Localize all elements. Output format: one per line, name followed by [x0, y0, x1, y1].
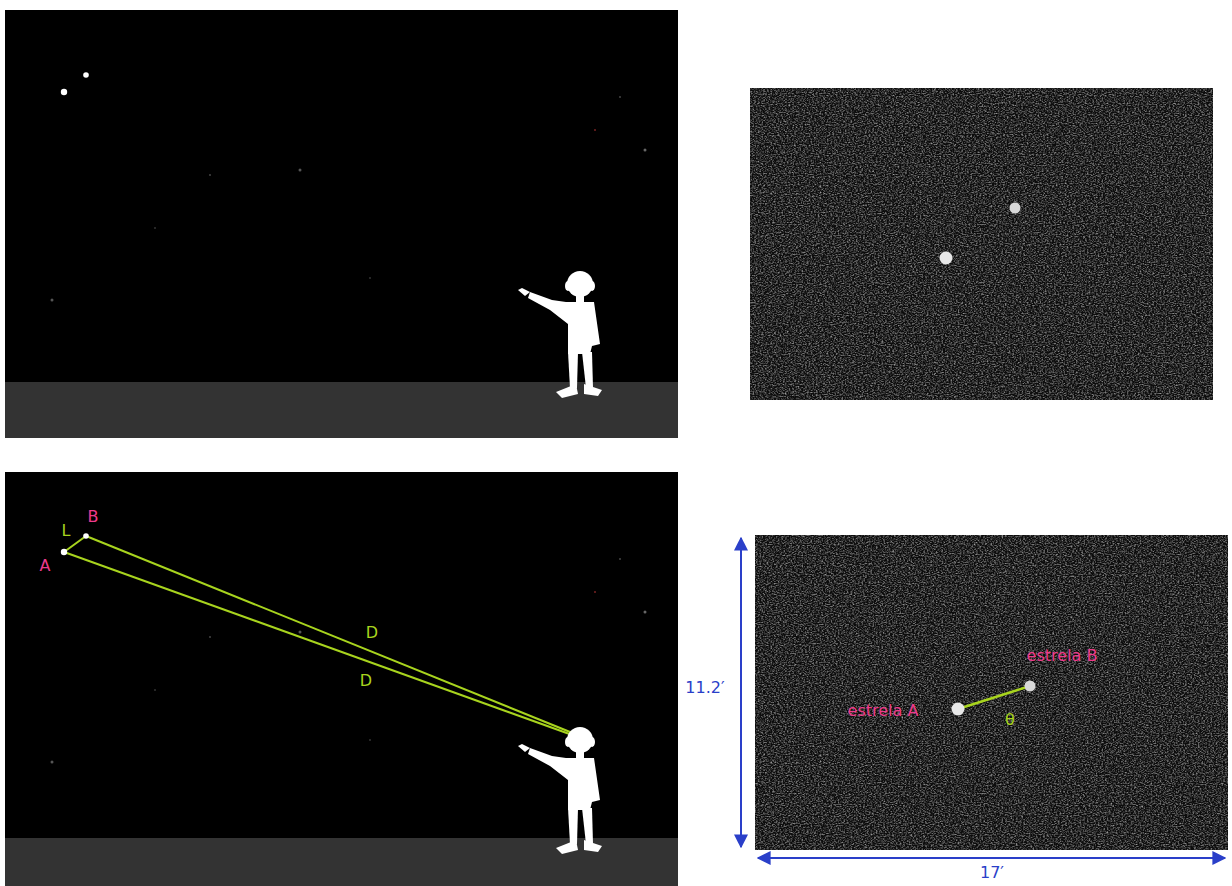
- height-arrow: [740, 538, 742, 847]
- star-label: B: [88, 508, 99, 526]
- star-name: estrela A: [848, 702, 919, 720]
- width-arrow: [758, 857, 1225, 859]
- star-name: estrela B: [1027, 647, 1098, 665]
- angle-label: θ: [1005, 711, 1015, 729]
- dimension-label: 11.2′: [685, 679, 724, 697]
- star-label: A: [40, 557, 51, 575]
- dimension-label: 17′: [980, 864, 1004, 882]
- sky-image-top: [750, 88, 1213, 400]
- distance-label: D: [366, 624, 378, 642]
- night-sky-bottom: [5, 472, 678, 886]
- night-sky-top: [5, 10, 678, 438]
- distance-label: D: [360, 672, 372, 690]
- length-label: L: [62, 522, 71, 540]
- sky-image-bottom: [755, 535, 1228, 850]
